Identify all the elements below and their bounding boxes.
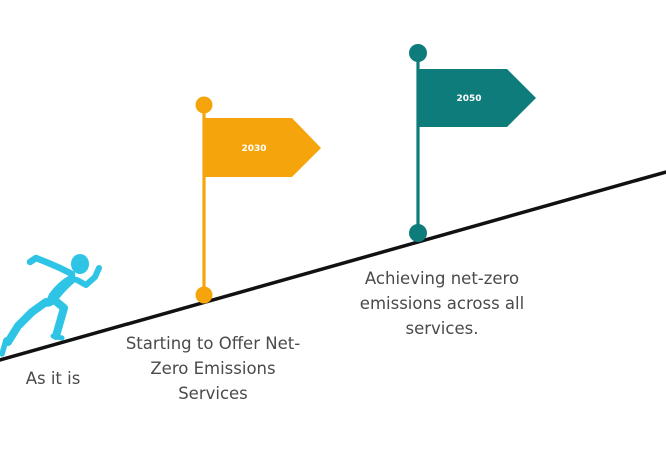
flag-2030-year: 2030 [241,144,266,154]
flag-2030: 2030 [195,96,321,304]
stage-label-line: Services [178,384,248,403]
flag-icon [418,69,536,127]
stage-label-line: emissions across all [359,294,525,313]
flag-2050-pole-base [409,224,427,242]
flag-icon [204,118,321,177]
stage-label-line: As it is [25,369,81,388]
progress-slope-line [0,170,666,362]
flag-2030-pole-top [195,96,213,114]
stage-label-line: Starting to Offer Net- [125,334,301,353]
stage-label-2030: Starting to Offer Net- Zero Emissions Se… [108,331,318,406]
flag-2050-year: 2050 [456,94,481,104]
flag-2050-pole-top [409,44,427,62]
stage-label-start: As it is [10,366,96,391]
running-person-icon [0,254,102,357]
stage-label-line: Zero Emissions [150,359,276,378]
flag-2030-pole-base [195,286,213,304]
stage-label-2050: Achieving net-zero emissions across all … [334,266,550,341]
stage-label-line: services. [405,319,479,338]
stage-label-line: Achieving net-zero [364,269,520,288]
flag-2050: 2050 [409,44,536,242]
